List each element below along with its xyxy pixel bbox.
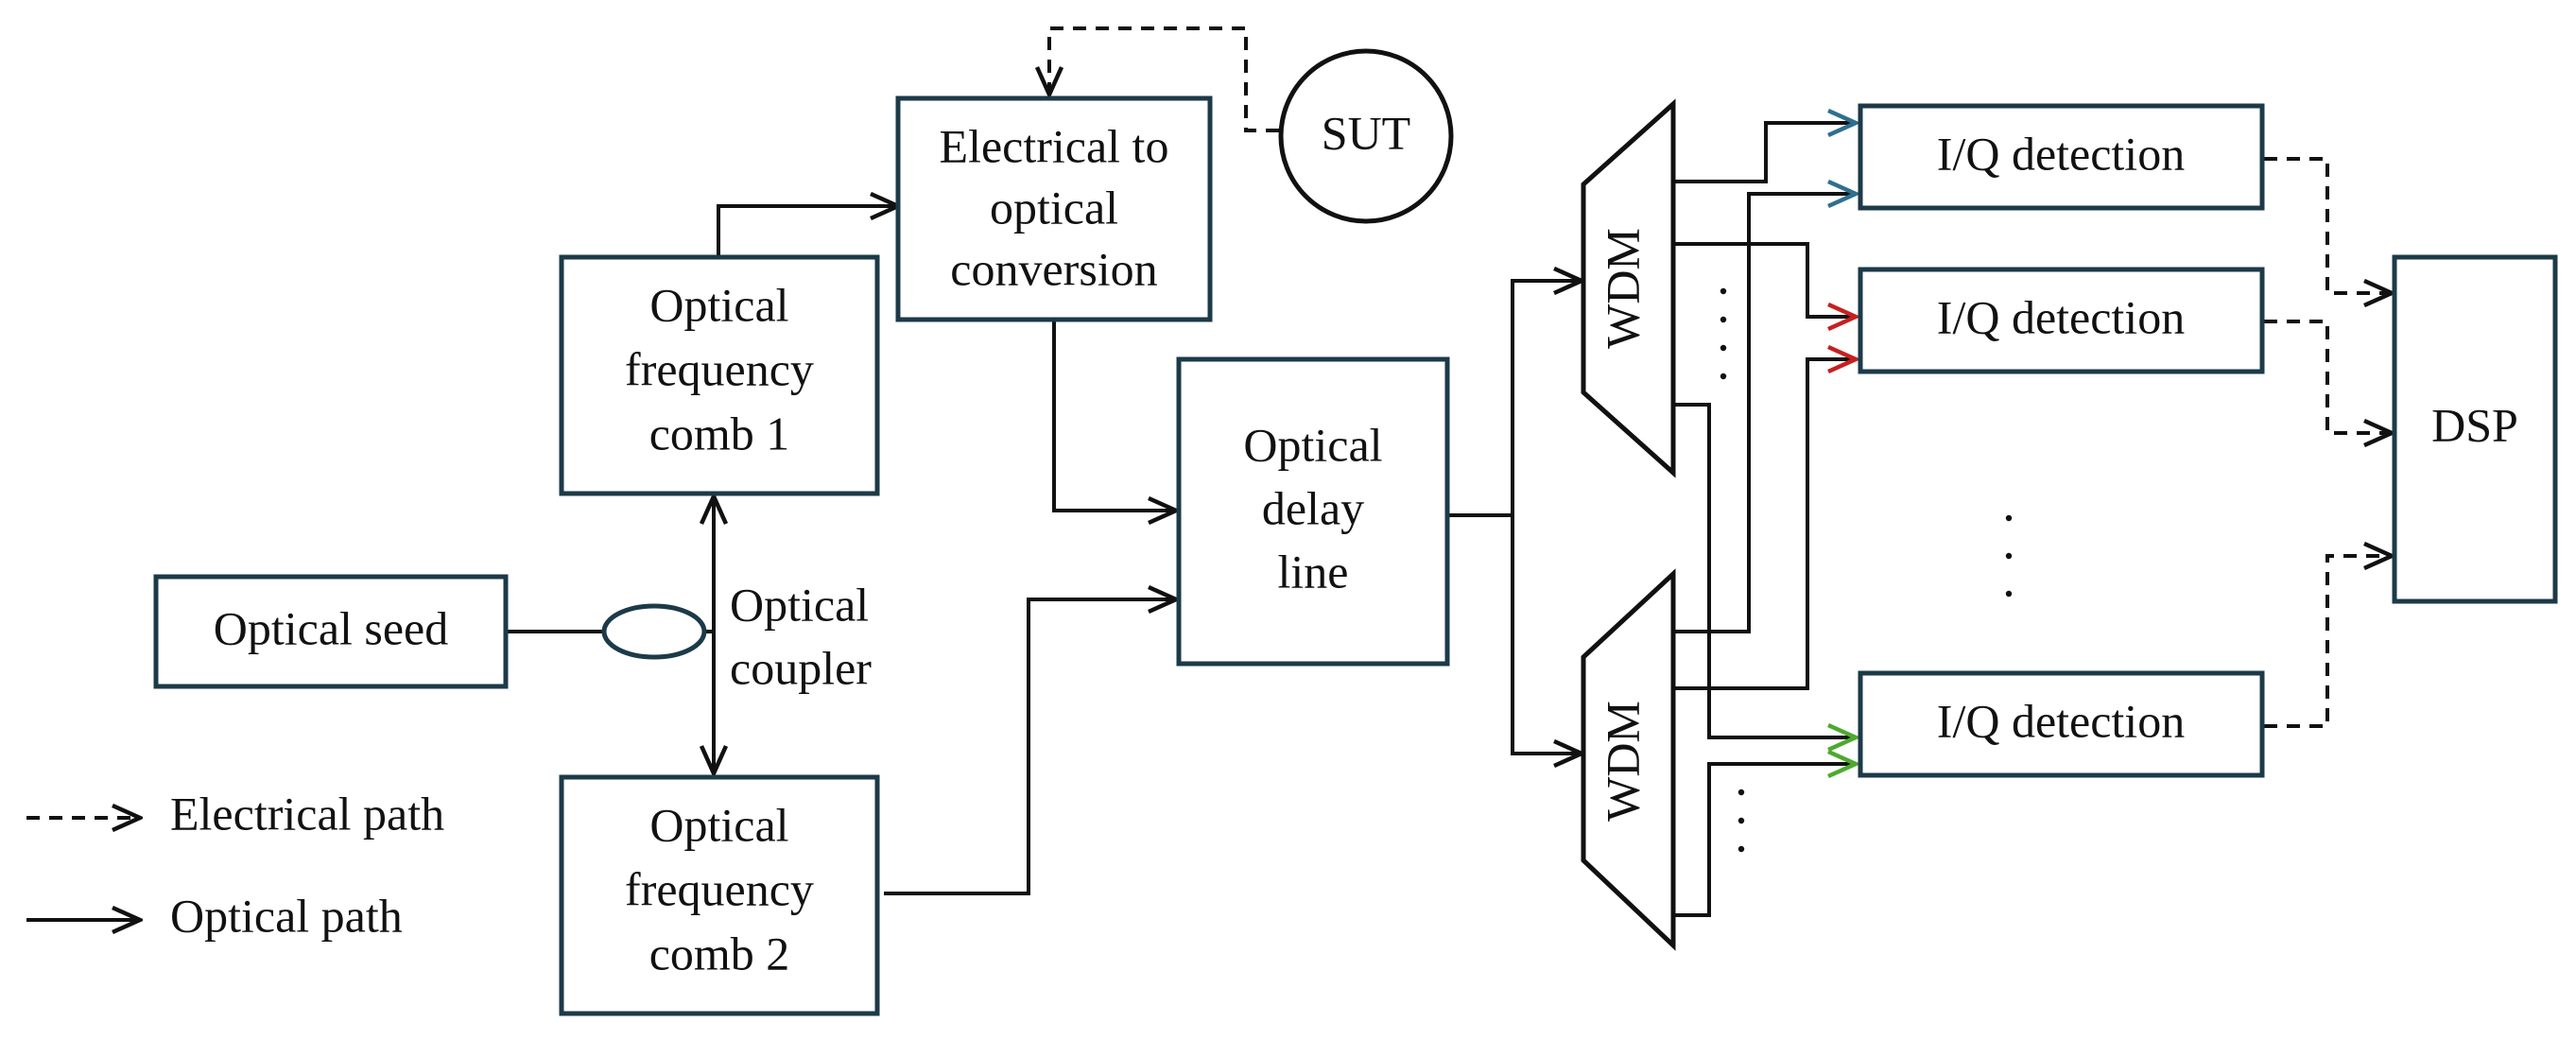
iq3-to-dsp-arrow <box>2264 556 2392 728</box>
iq-detection-block-2: I/Q detection <box>1858 267 2265 374</box>
comb2-label-line1: Optical <box>649 798 788 851</box>
optical-coupler-icon <box>601 603 707 660</box>
dot <box>1720 316 1727 323</box>
delay-label-line3: line <box>1278 545 1349 598</box>
comb1-block: Optical frequency comb 1 <box>559 254 880 496</box>
green-wdm1-to-iq3-arrow <box>1673 403 1856 737</box>
wdm-block-top: WDM <box>1581 98 1676 478</box>
comb1-label-line3: comb 1 <box>649 407 790 459</box>
sut-label: SUT <box>1322 106 1410 159</box>
wdm-top-label: WDM <box>1596 228 1649 349</box>
legend-optical-label: Optical path <box>170 889 403 942</box>
delay-line-block: Optical delay line <box>1176 356 1450 667</box>
red-wdm1-to-iq2-arrow <box>1673 242 1856 317</box>
wdm-bottom-label: WDM <box>1596 701 1649 822</box>
blue-wdm2-to-iq1-arrow <box>1673 194 1856 633</box>
iq3-label: I/Q detection <box>1937 694 2185 747</box>
red-wdm2-to-iq2-arrow <box>1673 359 1856 690</box>
ellipsis-dots <box>1720 287 2013 853</box>
delay-label-line2: delay <box>1262 481 1364 534</box>
coupler-label-line2: coupler <box>730 641 872 694</box>
eo-label-line1: Electrical to <box>940 119 1169 172</box>
iq2-to-dsp-arrow <box>2264 320 2392 433</box>
iq-detection-block-1: I/Q detection <box>1858 103 2265 211</box>
eo-label-line2: optical <box>990 181 1118 234</box>
comb1-label-line1: Optical <box>649 278 788 331</box>
dot <box>1720 287 1727 295</box>
iq2-label: I/Q detection <box>1937 290 2185 343</box>
comb2-to-delay-arrow <box>884 599 1176 895</box>
electrical-paths <box>1049 26 2392 728</box>
iq1-to-dsp-arrow <box>2264 157 2392 293</box>
delay-to-wdm2-arrow <box>1511 515 1582 754</box>
delay-to-wdm1-arrow <box>1448 281 1582 517</box>
iq1-label: I/Q detection <box>1937 127 2185 180</box>
eo-to-delay-arrow <box>1052 320 1176 511</box>
coupler-to-comb2-arrow <box>685 630 714 773</box>
legend: Electrical path Optical path <box>26 787 444 942</box>
optical-seed-block: Optical seed <box>153 574 509 689</box>
dsp-label: DSP <box>2431 398 2518 451</box>
wdm-block-bottom: WDM <box>1581 568 1676 951</box>
comb2-block: Optical frequency comb 2 <box>559 774 880 1016</box>
dot <box>1720 373 1727 380</box>
dot <box>1738 845 1745 853</box>
eo-label-line3: conversion <box>950 242 1157 295</box>
comb2-label-line2: frequency <box>625 862 814 915</box>
dsp-block: DSP <box>2392 254 2558 604</box>
dot <box>2005 514 2013 522</box>
dot <box>1738 817 1745 824</box>
comb1-label-line2: frequency <box>625 342 814 395</box>
iq-detection-block-3: I/Q detection <box>1858 670 2265 778</box>
delay-label-line1: Optical <box>1243 418 1382 471</box>
dot <box>2005 552 2013 560</box>
comb1-to-eo-arrow <box>717 206 898 257</box>
dot <box>1720 344 1727 352</box>
green-wdm2-to-iq3-arrow <box>1673 764 1856 917</box>
eo-conversion-block: Electrical to optical conversion <box>895 95 1213 322</box>
blue-wdm1-to-iq1-arrow <box>1673 123 1856 183</box>
dot <box>2005 590 2013 598</box>
coupler-label-line1: Optical <box>730 578 869 631</box>
sut-block: SUT <box>1278 48 1454 224</box>
comb2-label-line3: comb 2 <box>649 927 790 979</box>
wavelength-paths <box>1673 123 1856 917</box>
dot <box>1738 789 1745 796</box>
optical-seed-label: Optical seed <box>214 601 449 654</box>
legend-electrical-label: Electrical path <box>170 787 444 840</box>
